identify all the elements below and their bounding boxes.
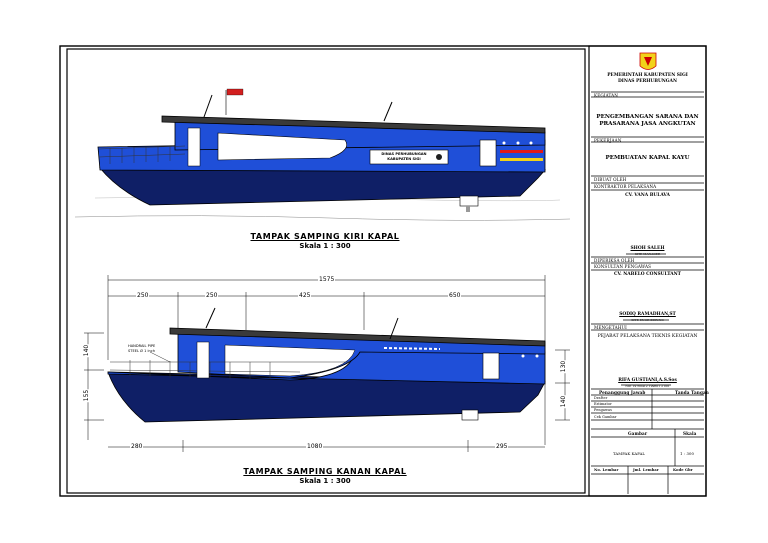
handrail-note-line2: STEEL Ø 1 inch <box>128 349 156 353</box>
hull-lower <box>107 371 546 423</box>
outboard-motor-icon <box>459 195 479 212</box>
boat-sign-line2: KABUPATEN SIGI <box>387 157 421 161</box>
footer-jml-lembar: Jml. Lembar <box>633 468 659 472</box>
kontraktor-value: CV. VANA BULAVA <box>625 193 670 198</box>
kontraktor-sign-name: SHOH SALEH <box>630 246 665 251</box>
bottom-view-scale: Skala 1 : 300 <box>299 477 351 485</box>
dim-left-upper: 140 <box>83 343 91 358</box>
cabin-window <box>217 132 347 161</box>
tanggung-row-1: Drafter <box>594 396 608 400</box>
dim-bottom-3: 295 <box>495 443 509 450</box>
kontraktor-sign-role: SITE MANAGER <box>634 252 661 256</box>
pejabat-value: PEJABAT PELAKSANA TEKNIS KEGIATAN <box>597 334 698 339</box>
dim-top-3: 425 <box>298 292 312 299</box>
title-block: PEMERINTAH KABUPATEN SIGI DINAS PERHUBUN… <box>591 48 709 494</box>
titleblock-frame <box>588 45 707 497</box>
tanda-header: Tanda Tangan <box>675 390 709 395</box>
institution-line1: PEMERINTAH KABUPATEN SIGI <box>607 73 688 78</box>
kegiatan-line1: PENGEMBANGAN SARANA DAN <box>596 114 699 120</box>
diperiksa-label: DIPERIKSA OLEH <box>594 258 635 263</box>
bottom-view-title: TAMPAK SAMPING KANAN KAPAL <box>243 467 407 476</box>
pekerjaan-value: PEMBUATAN KAPAL KAYU <box>605 155 690 161</box>
tanggung-row-3: Pengawas <box>594 408 612 412</box>
stripe-yellow <box>500 158 543 161</box>
dim-top-4: 650 <box>448 292 462 299</box>
konsultan-label: KONSULTAN PENGAWAS <box>594 264 652 269</box>
dim-bottom-1: 280 <box>130 443 144 450</box>
konsultan-value: CV. NABELO CONSULTANT <box>614 272 681 277</box>
cabin-door <box>187 127 201 167</box>
kegiatan-label: KEGIATAN <box>594 93 619 98</box>
dim-overall: 1575 <box>318 276 336 283</box>
railing <box>98 145 186 164</box>
flag-icon <box>226 88 244 96</box>
pejabat-sign-name: RIFA GUSTIANI,A.S.Sos <box>618 378 677 383</box>
cabin-window <box>224 344 356 377</box>
pejabat-sign-nip: NIP. 19760412 199601 2 001 <box>625 384 670 388</box>
drawing-frame <box>66 48 586 494</box>
konsultan-sign-role: SITE ENGINEERING <box>631 318 664 322</box>
footer-no-lembar: No. Lembar <box>594 468 619 472</box>
dim-bottom-2: 1080 <box>306 443 324 450</box>
footer-kode-gbr: Kode Gbr <box>673 468 693 472</box>
roof <box>161 115 546 134</box>
kontraktor-label: KONTRAKTOR PELAKSANA <box>594 184 657 189</box>
dim-right-lower: 140 <box>560 394 568 409</box>
outboard-motor-icon <box>461 409 479 421</box>
sign-board <box>369 149 449 165</box>
bridge-window <box>482 352 500 380</box>
hull-lower <box>99 167 546 206</box>
kegiatan-line2: PRASARANA JASA ANGKUTAN <box>599 121 696 127</box>
gambar-header: Gambar <box>628 431 648 436</box>
roof <box>169 327 546 347</box>
handrail-note-line1: HANDRAIL PIPE <box>128 344 156 348</box>
dibuat-oleh-label: DIBUAT OLEH <box>594 177 627 182</box>
top-view-title: TAMPAK SAMPING KIRI KAPAL <box>250 232 400 241</box>
tanggung-row-4: Cek Gambar <box>594 415 617 419</box>
dim-top-1: 250 <box>136 292 150 299</box>
district-emblem-icon <box>639 52 657 70</box>
konsultan-sign-name: SODIQ RAMADHAN,ST <box>619 312 676 317</box>
titleblock-grid <box>591 91 704 494</box>
dim-left-lower: 155 <box>83 388 91 403</box>
top-view-scale: Skala 1 : 300 <box>299 242 351 250</box>
bridge-window <box>479 139 497 167</box>
boat-sign-line1: DINAS PERHUBUNGAN <box>381 152 427 156</box>
skala-value: 1 : 300 <box>680 451 695 456</box>
pekerjaan-label: PEKERJAAN <box>594 138 622 143</box>
sign-emblem-icon <box>436 154 442 160</box>
boat-right-side-view <box>84 275 570 452</box>
mast-icon <box>205 307 216 329</box>
gambar-value: TAMPAK KAPAL <box>613 451 646 456</box>
dim-top-2: 250 <box>205 292 219 299</box>
stripe-red <box>500 150 543 153</box>
mengetahui-label: MENGETAHUI <box>594 325 627 330</box>
cabin-door <box>196 341 210 379</box>
institution-line2: DINAS PERHUBUNGAN <box>618 79 677 84</box>
tanggung-row-2: Estimator <box>594 402 612 406</box>
tanggung-header: Penanggung Jawab <box>599 390 646 395</box>
boat-left-side-view <box>74 88 571 221</box>
skala-header: Skala <box>683 431 697 436</box>
railing <box>109 360 350 379</box>
dim-right-upper: 130 <box>560 359 568 374</box>
mast-icon <box>203 94 213 118</box>
